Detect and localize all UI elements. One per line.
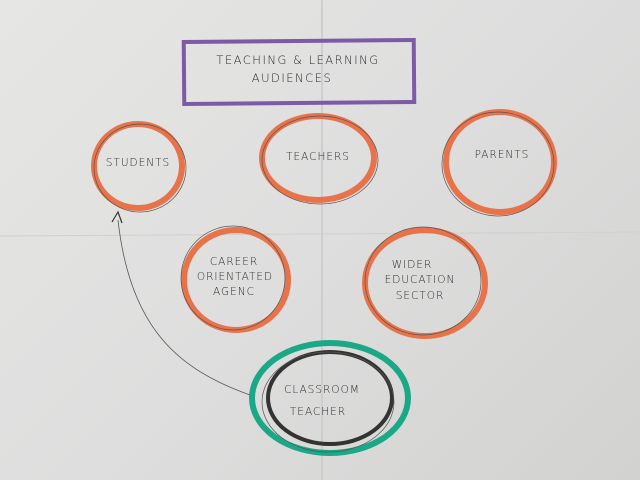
node-classroom-teacher: CLASSROOM TEACHER	[249, 340, 411, 456]
title-box: TEACHING & LEARNING AUDIENCES	[181, 37, 417, 107]
node-label: EDUCATION	[385, 274, 456, 286]
arrowhead-icon	[111, 210, 123, 224]
node-label: TEACHER	[290, 406, 346, 418]
node-teachers: TEACHERS	[259, 113, 379, 205]
node-label: CLASSROOM	[284, 384, 360, 396]
node-students: STUDENTS	[91, 121, 187, 213]
arrow-classroom-to-students	[111, 210, 251, 396]
node-label: TEACHERS	[286, 151, 350, 163]
node-label: WIDER	[392, 259, 433, 271]
node-label: CAREER	[210, 256, 258, 268]
node-label: PARENTS	[475, 149, 530, 161]
node-label: AGENC	[213, 286, 255, 298]
node-label: SECTOR	[396, 290, 445, 302]
title-line2: AUDIENCES	[252, 71, 333, 85]
node-career: CAREER ORIENTATED AGENC	[180, 225, 291, 333]
node-label: STUDENTS	[106, 157, 170, 169]
fold-line-horizontal	[0, 231, 640, 237]
node-label: ORIENTATED	[197, 271, 273, 283]
node-parents: PARENTS	[441, 109, 557, 217]
title-line1: TEACHING & LEARNING	[216, 53, 379, 67]
node-wider-education: WIDER EDUCATION SECTOR	[362, 226, 488, 339]
